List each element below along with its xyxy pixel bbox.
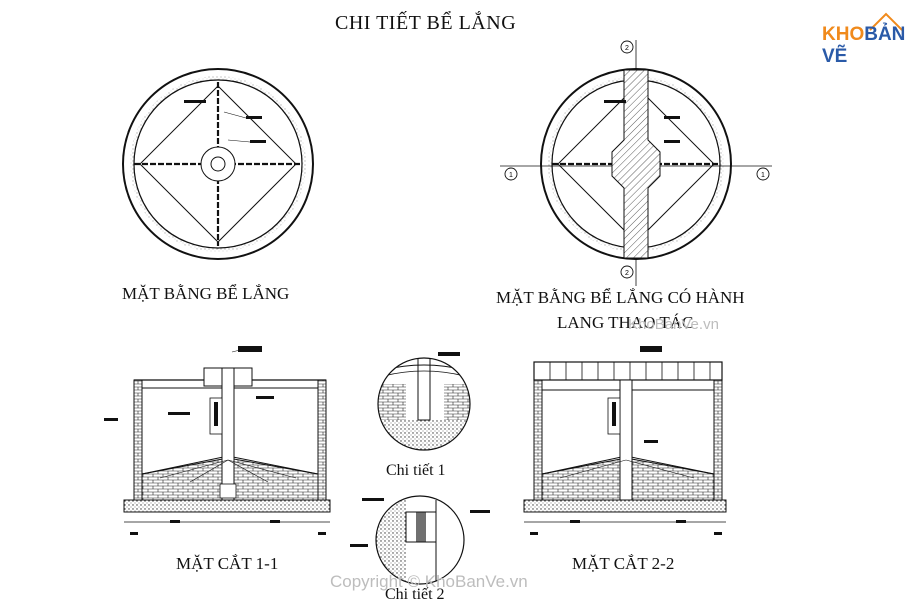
section-1-1 [104, 346, 331, 535]
watermark-mid: KhoBanVe.vn [628, 316, 719, 333]
plan-1 [122, 68, 314, 260]
logo-roof-icon [869, 12, 903, 31]
axis-marker-right-label: 1 [761, 172, 765, 179]
label-detail-1: Chi tiết 1 [386, 462, 446, 479]
axis-marker-right: 1 [756, 167, 770, 181]
axis-marker-bottom: 2 [620, 265, 634, 279]
label-plan-2-line-2: LANG THAO TÁC [557, 313, 694, 332]
plan-2 [500, 40, 772, 286]
detail-2 [350, 495, 490, 585]
axis-marker-top: 2 [620, 40, 634, 54]
kho-ban-ve-logo: KHOBẢN VẼ [822, 24, 917, 68]
label-section-1-1: MẶT CẮT 1-1 [176, 554, 279, 573]
label-plan-2-line-1: MẶT BẰNG BỂ LẮNG CÓ HÀNH [496, 288, 745, 307]
watermark-bottom: Copyright © KhoBanVe.vn [330, 572, 528, 591]
label-detail-2: Chi tiết 2 [385, 586, 445, 603]
axis-marker-top-label: 2 [625, 45, 629, 52]
label-section-2-2: MẶT CẮT 2-2 [572, 554, 675, 573]
axis-marker-bottom-label: 2 [625, 270, 629, 277]
logo-part-1: KHO [822, 24, 865, 45]
axis-marker-left-label: 1 [509, 172, 513, 179]
axis-marker-left: 1 [504, 167, 518, 181]
logo-part-2: BẢN VẼ [822, 24, 906, 67]
drawing-title: CHI TIẾT BỂ LẮNG [335, 12, 517, 34]
detail-1 [377, 352, 471, 451]
section-2-2 [523, 346, 727, 535]
label-plan-1: MẶT BẰNG BỂ LẮNG [122, 284, 290, 303]
